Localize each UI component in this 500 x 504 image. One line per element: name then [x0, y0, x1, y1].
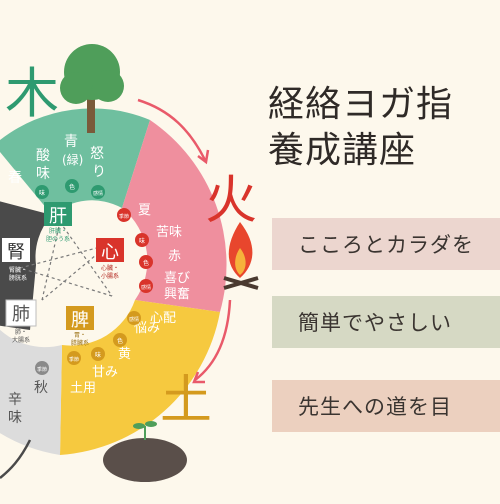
heart-item-1: 苦味 — [156, 224, 182, 240]
spleen-dot-0: 感情 — [129, 316, 139, 323]
soil-sprout-icon — [103, 421, 187, 482]
title-line-1: 経絡ヨガ指 — [268, 84, 454, 125]
spleen-sub-1: 膵臓系 — [71, 339, 89, 347]
liver-item-0: 酸 — [36, 148, 50, 164]
heart-dot-1: 味 — [139, 237, 145, 245]
course-title: 経絡ヨガ指 養成講座 — [268, 82, 500, 174]
liver-item-2: 青 — [64, 134, 78, 150]
liver-item-6: 春 — [8, 170, 22, 186]
tree-icon — [60, 44, 124, 133]
lung-sub-1: 大腸系 — [12, 336, 30, 344]
lung-segment — [0, 329, 62, 455]
heart-dot-3: 感情 — [141, 284, 151, 291]
spleen-item-1: 心配 — [150, 311, 176, 326]
title-line-2: 養成講座 — [268, 130, 417, 171]
heart-organ: 心 — [101, 242, 119, 263]
spleen-item-0: 悩み — [134, 321, 160, 336]
liver-item-3: (緑) — [62, 152, 83, 167]
lung-sub-0: 肺・ — [15, 329, 27, 336]
heart-item-3: 喜び — [164, 271, 190, 286]
liver-sub-1: 胆のう系 — [46, 235, 70, 243]
heart-item-0: 夏 — [138, 203, 151, 218]
spleen-sub-0: 胃・ — [74, 332, 86, 339]
liver-item-1: 味 — [36, 166, 50, 182]
spleen-dot-2: 味 — [95, 351, 101, 359]
lung-item-0: 辛 — [8, 392, 22, 408]
liver-item-4: 怒 — [90, 146, 104, 162]
kidney-organ: 腎 — [7, 242, 25, 263]
kidney-segment — [0, 201, 52, 330]
liver-item-5: り — [92, 164, 106, 180]
spleen-segment — [60, 300, 220, 455]
liver-dot-2: 感情 — [93, 190, 103, 197]
water-arrow — [0, 439, 32, 479]
lung-item-1: 味 — [8, 410, 22, 426]
lung-dot-0: 季節 — [37, 366, 47, 373]
kidney-sub-1: 膀胱系 — [9, 274, 27, 282]
heart-sub-0: 心臓・ — [101, 264, 119, 272]
earth-char: 土 — [160, 371, 212, 431]
liver-organ: 肝 — [49, 206, 67, 227]
spleen-organ: 脾 — [71, 310, 89, 331]
heart-dot-0: 季節 — [119, 213, 129, 220]
spleen-dot-3: 季節 — [69, 356, 79, 363]
kidney-sub-0: 腎臓・ — [9, 266, 27, 274]
fire-char: 火 — [205, 171, 257, 231]
liver-dot-0: 味 — [39, 189, 45, 197]
feature-banner-1: こころとカラダを — [272, 218, 500, 270]
feature-banner-2: 簡単でやさしい — [272, 296, 500, 348]
lung-item-2: 秋 — [34, 380, 48, 396]
heart-sub-1: 小腸系 — [101, 272, 119, 280]
feature-banner-3-text: 先生への道を目 — [298, 395, 452, 419]
wood-char: 木 — [5, 62, 59, 125]
heart-item-4: 興奮 — [164, 287, 190, 302]
liver-dot-1: 色 — [69, 183, 75, 191]
spleen-dot-1: 色 — [117, 337, 123, 345]
feature-banner-2-text: 簡単でやさしい — [298, 311, 452, 335]
spleen-item-4: 土用 — [70, 381, 96, 396]
heart-item-2: 赤 — [168, 249, 181, 264]
spleen-item-3: 甘み — [92, 365, 118, 380]
liver-sub-0: 肝臓・ — [49, 227, 67, 235]
campfire-icon — [223, 222, 259, 290]
heart-dot-2: 色 — [143, 259, 149, 267]
cycle-arrows — [137, 98, 232, 384]
feature-banner-3: 先生への道を目 — [272, 380, 500, 432]
feature-banner-1-text: こころとカラダを — [298, 233, 474, 257]
lung-organ: 肺 — [12, 304, 30, 325]
spleen-item-2: 黄 — [118, 347, 131, 362]
